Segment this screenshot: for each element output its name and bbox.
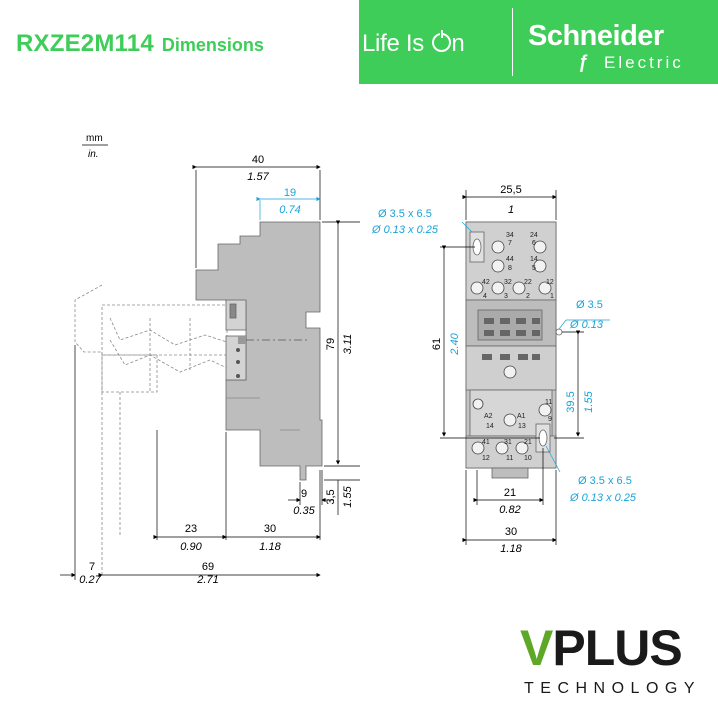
dim-69: 69 [202,561,214,573]
dim-39-5: 39.5 [565,391,577,412]
dim-79: 79 [325,338,337,350]
terminal-1: 1 [550,293,554,300]
terminal-42: 42 [482,279,490,286]
brand-sub: Electric [604,53,684,72]
subtitle: Dimensions [161,35,264,55]
dim-1-55-front: 1.55 [583,390,595,412]
terminal-22: 22 [524,279,532,286]
dim-7: 7 [89,561,95,573]
dim-25-5: 25,5 [500,184,521,196]
vplus-logo-v: V [520,620,553,676]
slot-top-mm: Ø 3.5 x 6.5 [378,208,432,220]
vplus-logo: VPLUS [520,620,683,676]
terminal-13: 13 [518,423,526,430]
terminal-a2: A2 [484,413,493,420]
dim-0-82: 0.82 [499,504,520,516]
terminal-slots [482,318,540,360]
socket-side-body [195,221,323,481]
tagline: Life Is n [362,30,465,58]
vplus-logo-text: PLUS [552,620,682,676]
vplus-logo-sub: TECHNOLOGY [524,680,702,697]
terminal-44: 44 [506,256,514,263]
side-dimension-lines [60,164,360,580]
dim-9: 9 [301,488,307,500]
dim-30-side: 30 [264,523,276,535]
dim-3-11: 3.11 [342,334,354,355]
terminal-14b: 14 [486,423,494,430]
terminal-11: 11 [545,399,552,406]
slot-bottom-in: Ø 0.13 x 0.25 [569,492,637,504]
terminal-a1: A1 [517,413,526,420]
terminal-11b: 11 [506,455,513,462]
dim-3-5: 3,5 [325,489,337,504]
terminal-8: 8 [508,265,512,272]
terminal-32: 32 [504,279,512,286]
terminal-34: 34 [506,232,514,239]
dim-23: 23 [185,523,197,535]
dim-19: 19 [284,187,296,199]
dim-1: 1 [508,204,514,216]
terminal-12b: 12 [482,455,490,462]
hole-mm: Ø 3.5 [576,299,603,311]
slot-bottom-mm: Ø 3.5 x 6.5 [578,475,632,487]
dim-2-71: 2.71 [196,574,218,586]
dim-1-57: 1.57 [247,171,269,183]
dim-1-18-side: 1.18 [259,541,281,553]
dim-40: 40 [252,154,264,166]
terminal-41: 41 [482,439,490,446]
relay-outline [74,284,228,575]
dim-0-35: 0.35 [293,505,315,517]
dim-1-55-side: 1.55 [342,485,354,507]
dim-30-front: 30 [505,526,517,538]
terminal-3: 3 [504,293,508,300]
terminal-4: 4 [483,293,487,300]
brand-name: Schneider [528,20,664,52]
unit-in: in. [88,149,99,160]
tagline-prefix: Life Is [362,30,431,57]
terminal-24: 24 [530,232,538,239]
terminal-5: 5 [532,265,536,272]
dim-21: 21 [504,487,516,499]
unit-mm: mm [86,133,103,144]
terminal-31: 31 [504,439,512,446]
hole-in: Ø 0.13 [569,319,604,331]
power-icon [432,30,452,52]
page-title: RXZE2M114 Dimensions [16,30,264,58]
model-number: RXZE2M114 [16,30,154,57]
terminal-2: 2 [526,293,530,300]
dim-2-40: 2.40 [449,332,461,355]
terminal-10: 10 [524,455,532,462]
terminal-21: 21 [524,439,532,446]
socket-front-body [465,221,563,479]
slot-top-in: Ø 0.13 x 0.25 [371,224,439,236]
terminal-12: 12 [546,279,554,286]
dim-0-90: 0.90 [180,541,202,553]
dim-0-74: 0.74 [279,204,300,216]
socket-front-screws [470,240,552,455]
dim-1-18-front: 1.18 [500,543,522,555]
terminal-9: 9 [548,416,552,423]
dim-61: 61 [431,338,443,350]
dim-0-27: 0.27 [79,574,101,586]
front-dimension-lines [440,190,610,545]
terminal-14: 14 [530,256,538,263]
brand-band [359,0,718,84]
brand-logo-icon: ƒ [578,52,589,72]
header-divider [512,8,513,76]
terminal-6: 6 [532,240,536,247]
terminal-7: 7 [508,240,512,247]
tagline-suffix: n [451,30,465,57]
